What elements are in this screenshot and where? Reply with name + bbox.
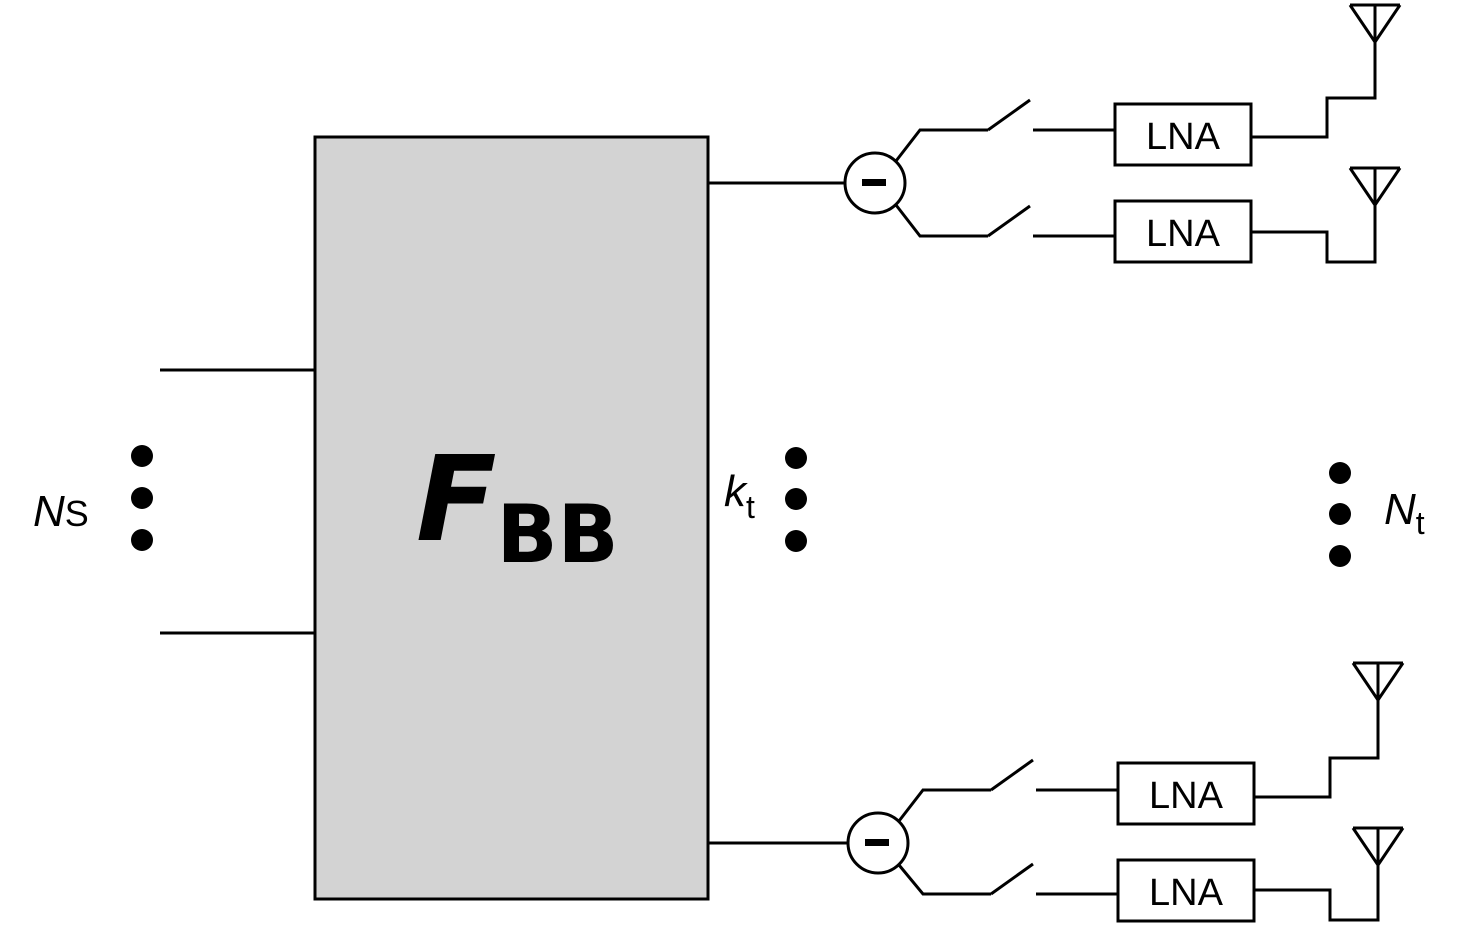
kt-label: kt [724, 467, 755, 525]
splitter-bottom [846, 811, 910, 875]
antenna-icon-2 [1348, 166, 1402, 206]
baseband-label: FBB [416, 430, 619, 581]
baseband-block [313, 135, 710, 901]
antenna-icon-3 [1351, 661, 1405, 701]
antenna-feed-3 [1254, 700, 1380, 799]
nt-symbol: N [1384, 485, 1416, 534]
branch-wire-1 [894, 128, 988, 162]
antenna-icon-4 [1351, 826, 1405, 866]
lna-label-4: LNA [1149, 872, 1224, 914]
ns-subscript: S [65, 493, 89, 534]
baseband-subscript: BB [497, 488, 619, 581]
switch-2 [987, 204, 1031, 238]
lna-label-3: LNA [1149, 775, 1224, 817]
switch-3 [990, 758, 1034, 792]
lna-box-1: LNA [1113, 102, 1253, 167]
antenna-feed-1 [1251, 42, 1377, 139]
nt-ellipsis-dots [1329, 462, 1351, 567]
antenna-feed-2 [1251, 205, 1377, 264]
splitter-top [843, 151, 907, 215]
lna-label-2: LNA [1146, 213, 1221, 255]
kt-subscript: t [746, 489, 755, 525]
ns-ellipsis-dots [131, 445, 153, 551]
lna-box-2: LNA [1113, 199, 1253, 264]
branch-wire-3 [897, 788, 991, 822]
antenna-icon-1 [1348, 3, 1402, 43]
switch-1 [987, 98, 1031, 132]
nt-subscript: t [1416, 505, 1425, 541]
baseband-symbol: F [416, 430, 497, 568]
switch-4 [990, 862, 1034, 896]
lna-box-3: LNA [1116, 761, 1256, 826]
nt-label: Nt [1384, 485, 1425, 541]
ns-symbol: N [33, 487, 65, 536]
lna-label-1: LNA [1146, 116, 1221, 158]
ns-label: NS [33, 487, 89, 536]
branch-wire-2 [894, 204, 988, 238]
kt-symbol: k [724, 467, 748, 516]
antenna-feed-4 [1254, 865, 1380, 922]
lna-box-4: LNA [1116, 858, 1256, 923]
branch-wire-4 [897, 864, 991, 896]
kt-ellipsis-dots [785, 447, 807, 552]
